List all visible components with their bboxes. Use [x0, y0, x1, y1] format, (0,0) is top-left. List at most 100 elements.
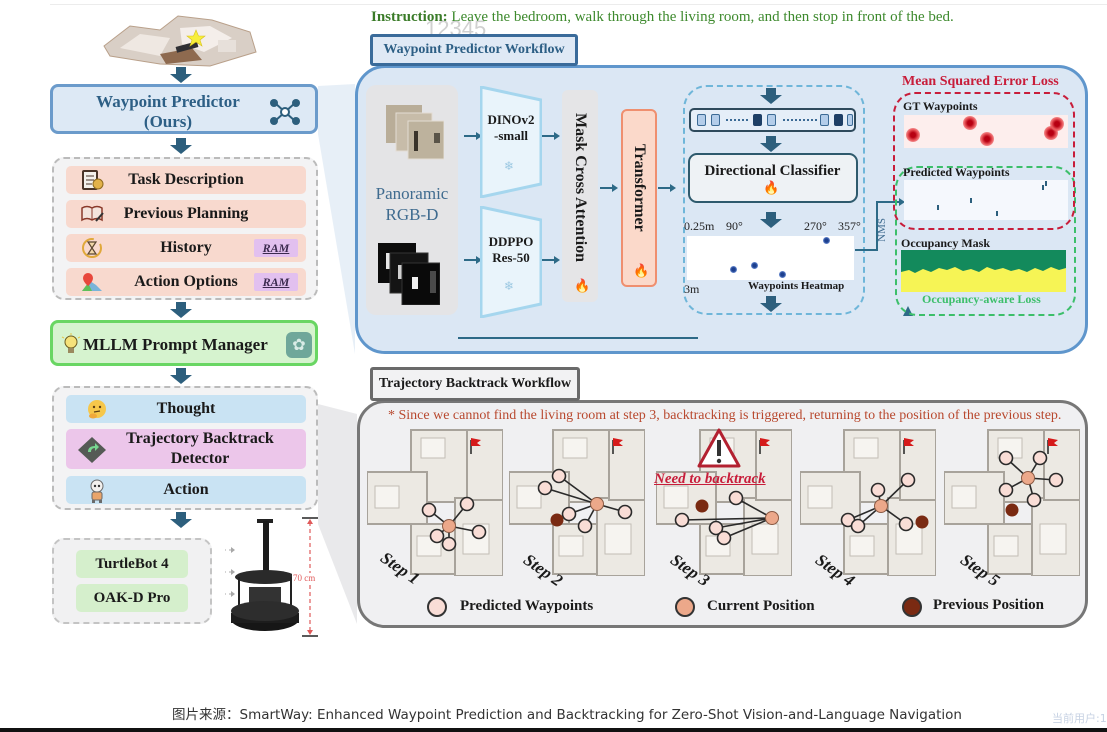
predicted-waypoint [1042, 185, 1044, 190]
heatmap-tick-distance-min: 0.25m [684, 219, 715, 233]
waypoint-edge [681, 517, 773, 521]
dinov2-line2: -small [494, 128, 528, 143]
predicted-waypoint-node [898, 516, 914, 532]
heatmap-tick-270: 270° [804, 219, 827, 233]
flow-arrow-down [760, 136, 782, 152]
goal-flag-icon [1048, 438, 1058, 446]
directional-classifier-group [683, 85, 865, 315]
lightbulb-icon [61, 333, 81, 357]
current-user-tag: 当前用户:1 [1052, 712, 1107, 725]
dinov2-label: DINOv2 -small [480, 112, 542, 144]
current-position-node [590, 497, 604, 511]
floorplan-furniture [853, 437, 879, 459]
gt-waypoint [980, 132, 994, 146]
predicted-waypoint-node [1048, 472, 1064, 488]
token-ellipsis [783, 119, 817, 121]
gt-waypoint [963, 116, 977, 130]
panoramic-label: Panoramic RGB-D [366, 183, 458, 225]
floorplan-furniture [1039, 523, 1067, 555]
openai-logo-icon: ✿ [286, 332, 312, 358]
predicted-waypoint-node [459, 496, 475, 512]
predicted-waypoint-node [998, 482, 1014, 498]
token-sequence [689, 108, 856, 132]
predicted-waypoint-node [1026, 492, 1042, 508]
flame-icon: 🔥 [633, 263, 650, 278]
goal-flag-icon [760, 438, 770, 446]
floorplan-furniture [751, 523, 779, 555]
current-position-node [442, 519, 456, 533]
waypoint-edge [723, 517, 773, 539]
previous-position-node [1005, 503, 1019, 517]
floorplan-furniture [562, 437, 588, 459]
predicted-waypoint-node [870, 482, 886, 498]
goal-flag-icon [613, 438, 623, 446]
gt-waypoint [906, 128, 920, 142]
floorplan-furniture [420, 437, 446, 459]
predicted-waypoints-map [904, 180, 1068, 220]
floorplan-step-3 [656, 429, 792, 576]
task-description-item: Task Description [66, 166, 306, 194]
panoramic-label-line1: Panoramic [375, 184, 449, 203]
action-item: Action [66, 476, 306, 504]
svg-text:❄: ❄ [504, 159, 514, 173]
workflow-arrows [458, 132, 698, 339]
legend-current-position: Current Position [707, 598, 815, 614]
need-to-backtrack-alert: Need to backtrack [654, 471, 766, 487]
open-book-icon [80, 203, 104, 225]
predicted-waypoint-node [674, 512, 690, 528]
predicted-waypoint-node [708, 520, 724, 536]
thought-item: Thought [66, 395, 306, 423]
flow-arrow-down [760, 212, 782, 228]
floorplan-furniture [374, 485, 400, 509]
dinov2-encoder: ❄ DINOv2 -small [479, 85, 543, 203]
goal-flag-icon [471, 438, 481, 446]
floorplan-room [608, 429, 645, 501]
heatmap-tick-357: 357° [838, 219, 861, 233]
mask-cross-attention-block: Mask Cross Attention 🔥 [562, 90, 598, 302]
dinov2-line1: DINOv2 [487, 112, 535, 127]
flow-arrow-down [760, 296, 782, 312]
figure-caption: 图片来源：SmartWay: Enhanced Waypoint Predict… [172, 707, 962, 723]
legend-predicted-waypoints: Predicted Waypoints [460, 598, 594, 614]
action-options-item: Action Options RAM [66, 268, 306, 296]
predicted-waypoint-node [577, 518, 593, 534]
token [753, 114, 762, 126]
gt-waypoints-map [904, 115, 1068, 148]
mse-loss-title: Mean Squared Error Loss [902, 74, 1059, 89]
waypoint-predictor-line2: (Ours) [143, 112, 193, 131]
hardware-group: TurtleBot 4 OAK-D Pro [52, 538, 212, 624]
warning-triangle-icon [697, 428, 741, 468]
predicted-waypoint-node [1032, 450, 1048, 466]
token-ellipsis [726, 119, 748, 121]
heatmap-tick-distance-max: 3m [684, 282, 700, 296]
predicted-waypoint-node [551, 468, 567, 484]
map-pin-icon [80, 271, 104, 293]
backtrack-workflow-tab: Trajectory Backtrack Workflow [370, 367, 580, 401]
legend-current-position-swatch [675, 597, 695, 617]
heatmap-tick-90: 90° [726, 219, 743, 233]
waypoint-edge [558, 475, 598, 505]
predicted-waypoint-node [429, 528, 445, 544]
heatmap-peak [823, 237, 830, 244]
token [820, 114, 829, 126]
floorplan-room [755, 429, 792, 501]
predicted-waypoint-node [850, 518, 866, 534]
previous-position-node [915, 515, 929, 529]
floorplan-step-4 [800, 429, 936, 576]
oak-d-pro-label: OAK-D Pro [76, 584, 188, 612]
action-options-label: Action Options [134, 273, 238, 290]
predicted-waypoints-label: Predicted Waypoints [903, 165, 1010, 179]
depth-images-stack [378, 243, 441, 306]
trajectory-backtrack-label-line2: Detector [170, 450, 230, 467]
ram-badge: RAM [254, 239, 298, 257]
instruction-body: Leave the bedroom, walk through the livi… [447, 9, 954, 25]
predicted-waypoint-node [900, 472, 916, 488]
bottom-bar [0, 728, 1107, 732]
previous-position-node [550, 513, 564, 527]
token [711, 114, 720, 126]
trajectory-backtrack-label-line1: Trajectory Backtrack [126, 430, 274, 447]
predicted-waypoint-node [561, 506, 577, 522]
predicted-waypoint-node [998, 450, 1014, 466]
nms-label: NMS [876, 218, 888, 242]
robot-icon [86, 479, 110, 503]
